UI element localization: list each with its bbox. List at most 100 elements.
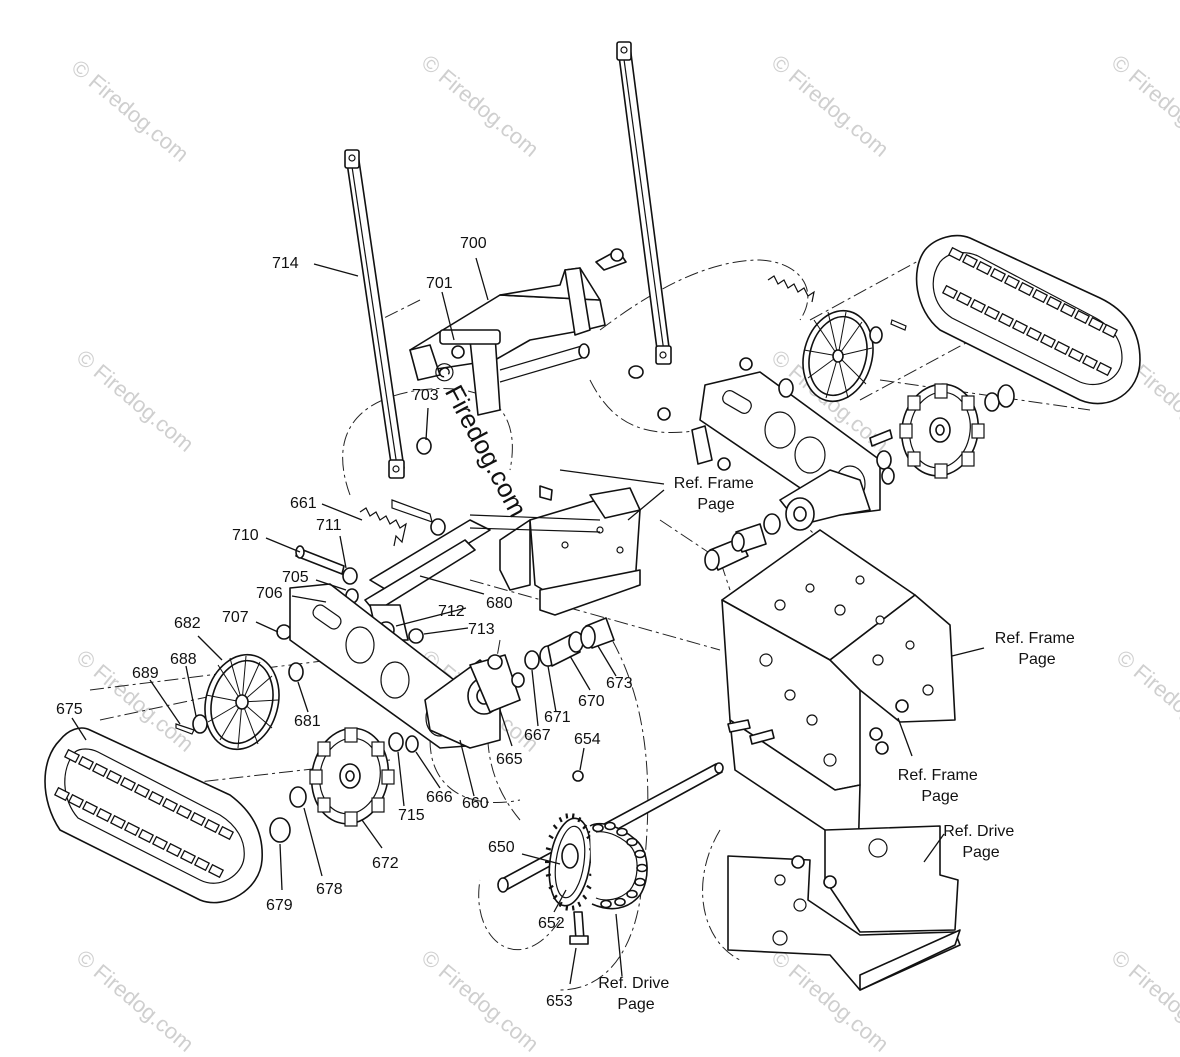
part-right-spring [767, 275, 815, 303]
sprocket-tooth [565, 813, 569, 819]
part-700-bracket [409, 248, 627, 416]
track-treads [941, 246, 1119, 377]
part-label-667: 667 [524, 727, 551, 744]
hardware-right-ring [997, 384, 1015, 408]
part-714-rod-left [344, 149, 405, 479]
part-654-nut [572, 770, 584, 782]
track-tread-lug [1045, 295, 1063, 311]
track-tread-lug [81, 800, 99, 816]
part-label-650: 650 [488, 839, 515, 856]
track-tread-lug [63, 748, 81, 764]
watermark: © Firedog.com [417, 945, 544, 1057]
part-670-spacer [547, 631, 584, 667]
part-713-nut [408, 628, 424, 644]
hardware-right-pin [890, 319, 907, 331]
track-tread-lug [1067, 347, 1085, 363]
part-675-track-left [44, 727, 263, 904]
hardware-top-center [416, 407, 671, 501]
part-label-703: 703 [412, 387, 439, 404]
watermark: © Firedog.com [72, 345, 199, 457]
part-right-sprocket [899, 383, 985, 479]
part-label-653: 653 [546, 993, 573, 1010]
part-label-689: 689 [132, 665, 159, 682]
part-label-654: 654 [574, 731, 601, 748]
leader-lines [71, 257, 985, 985]
part-label-700: 700 [460, 235, 487, 252]
track-tread-lug [1081, 354, 1099, 370]
track-tread-lug [1031, 288, 1049, 304]
hardware-right-ring [984, 392, 1000, 412]
track-treads [53, 748, 235, 879]
sprocket-tooth [558, 816, 563, 823]
track-tread-lug [109, 814, 127, 830]
sprocket-tooth [571, 813, 575, 819]
sprocket-tooth [552, 894, 558, 900]
sprocket-tooth [548, 884, 554, 890]
track-tread-lug [1101, 323, 1119, 339]
part-label-681: 681 [294, 713, 321, 730]
track-tread-lug [207, 863, 225, 879]
sprocket-tooth [577, 816, 582, 823]
track-tread-lug [1025, 326, 1043, 342]
sprocket-tooth [571, 905, 575, 911]
track-tread-lug [947, 246, 965, 262]
chain-link [592, 823, 604, 833]
track-tread-lug [179, 849, 197, 865]
part-label-715: 715 [398, 807, 425, 824]
hardware-right-bolt [869, 429, 893, 447]
part-right-hub-plate [763, 469, 871, 535]
part-right-bushings [704, 523, 767, 571]
sprocket-tooth [548, 834, 554, 840]
part-right-track [915, 234, 1141, 405]
part-678-ring [289, 786, 307, 808]
track-tread-lug [1011, 319, 1029, 335]
sprocket-tooth [582, 894, 588, 900]
sprocket-tooth [565, 905, 569, 911]
part-labels: 714 700 701 703 661 711 710 705 706 707 … [56, 235, 633, 1010]
track-tread-lug [969, 298, 987, 314]
part-689-pin [175, 723, 195, 735]
watermark: © Firedog.com [417, 50, 544, 162]
watermark: © Firedog.com [1107, 50, 1180, 162]
track-tread-lug [123, 821, 141, 837]
part-715-washer [388, 732, 404, 752]
part-label-678: 678 [316, 881, 343, 898]
part-label-680: 680 [486, 595, 513, 612]
sprocket-tooth [545, 847, 552, 851]
track-tread-lug [997, 312, 1015, 328]
hardware-right-nut [717, 457, 731, 471]
sprocket-tooth [586, 884, 592, 890]
part-label-706: 706 [256, 585, 283, 602]
part-label-666: 666 [426, 789, 453, 806]
chain-link [626, 837, 638, 847]
part-label-682: 682 [174, 615, 201, 632]
chain-link [626, 889, 638, 899]
part-label-707: 707 [222, 609, 249, 626]
part-frame-housing [721, 529, 956, 861]
track-tread-lug [941, 284, 959, 300]
watermark: © Firedog.com [767, 50, 894, 162]
ref-frame-2: Ref. Frame Page [995, 630, 1079, 668]
ref-drive-2: Ref. Drive Page [598, 975, 674, 1013]
part-label-710: 710 [232, 527, 259, 544]
part-665-bearing [469, 654, 525, 713]
sprocket-tooth [552, 824, 558, 830]
drive-chain [589, 821, 648, 910]
track-tread-lug [91, 762, 109, 778]
part-label-714: 714 [272, 255, 299, 272]
part-653-bolt [569, 911, 589, 945]
ref-frame-1: Ref. Frame Page [674, 475, 758, 513]
chain-link [634, 877, 646, 887]
ref-frame-3: Ref. Frame Page [898, 767, 982, 805]
part-label-673: 673 [606, 675, 633, 692]
part-710-bolt [295, 545, 345, 575]
part-label-665: 665 [496, 751, 523, 768]
track-tread-lug [165, 842, 183, 858]
chain-links [592, 821, 648, 909]
part-672-sprocket-left [309, 727, 395, 827]
chain-link [616, 827, 628, 837]
chain-link [604, 821, 616, 831]
track-tread-lug [53, 786, 71, 802]
track-tread-lug [161, 797, 179, 813]
part-661-spring [359, 499, 446, 547]
